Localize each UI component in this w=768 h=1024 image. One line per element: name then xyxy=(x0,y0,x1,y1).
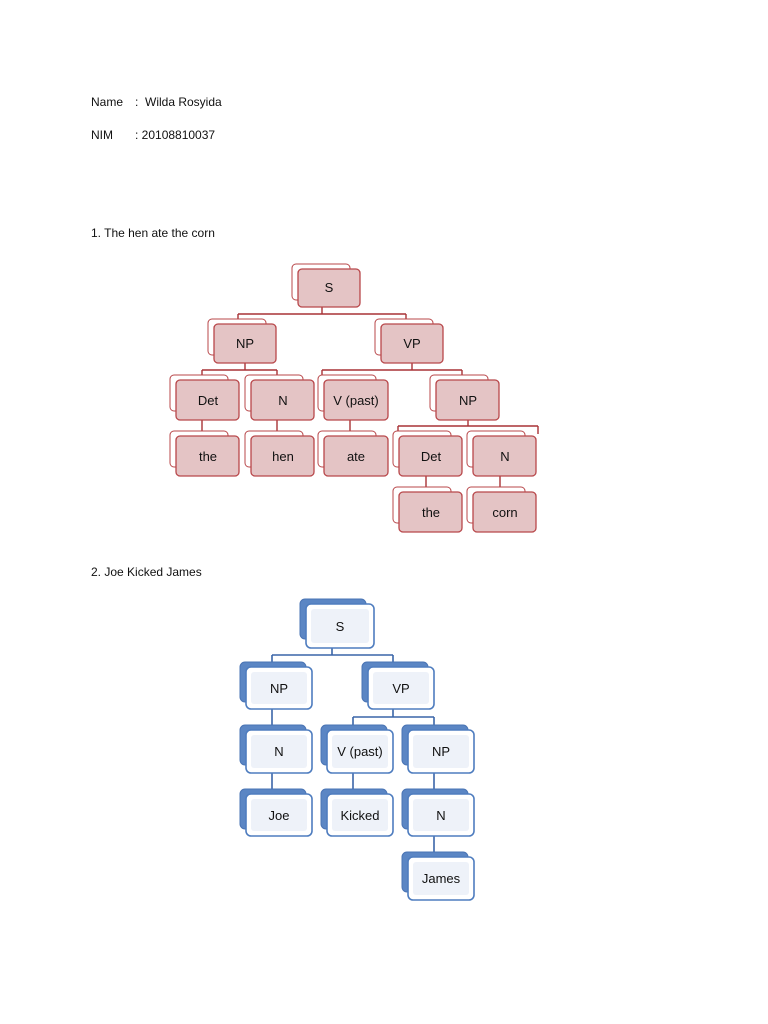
tree1-title: 1. The hen ate the corn xyxy=(91,226,215,240)
tree2-node-v: V (past) xyxy=(320,724,394,774)
tree2-node-n-label: N xyxy=(274,744,283,759)
tree2-node-np2-label: NP xyxy=(432,744,450,759)
tree1-node-np: NP xyxy=(207,318,277,364)
tree2-node-joe: Joe xyxy=(239,788,313,837)
tree1-node-the2-label: the xyxy=(422,505,440,520)
tree1-node-ate-label: ate xyxy=(347,449,365,464)
tree2-node-james: James xyxy=(401,851,475,901)
tree1-node-hen: hen xyxy=(244,430,315,477)
name-value: : Wilda Rosyida xyxy=(135,95,222,109)
tree2-node-joe-label: Joe xyxy=(269,808,290,823)
tree2-node-np-label: NP xyxy=(270,681,288,696)
tree1-node-v: V (past) xyxy=(317,374,389,421)
tree1-node-n2-label: N xyxy=(500,449,509,464)
tree2-node-v-label: V (past) xyxy=(337,744,383,759)
tree1-node-n2: N xyxy=(466,430,537,477)
tree2-node-n2: N xyxy=(401,788,475,837)
nim-label: NIM xyxy=(91,128,113,142)
tree1-node-vp: VP xyxy=(374,318,444,364)
tree1-node-np-label: NP xyxy=(236,336,254,351)
tree1-node-n: N xyxy=(244,374,315,421)
tree2-node-kicked-label: Kicked xyxy=(340,808,379,823)
tree2-node-james-label: James xyxy=(422,871,461,886)
tree1-connectors xyxy=(201,307,539,490)
tree2-node-s: S xyxy=(299,598,375,649)
tree2-node-kicked: Kicked xyxy=(320,788,394,837)
tree1-node-det: Det xyxy=(169,374,240,421)
nim-value: : 20108810037 xyxy=(135,128,216,142)
tree2-node-n: N xyxy=(239,724,313,774)
tree1-node-np2-label: NP xyxy=(459,393,477,408)
name-label: Name xyxy=(91,95,124,109)
tree1-node-vp-label: VP xyxy=(403,336,420,351)
tree2-node-vp: VP xyxy=(361,661,435,710)
tree1-node-np2: NP xyxy=(429,374,500,421)
tree1-node-the: the xyxy=(169,430,240,477)
tree2-title: 2. Joe Kicked James xyxy=(91,565,202,579)
tree1-node-hen-label: hen xyxy=(272,449,294,464)
tree2-connectors xyxy=(271,645,435,852)
tree1-node-v-label: V (past) xyxy=(333,393,379,408)
tree2-node-vp-label: VP xyxy=(392,681,409,696)
tree1-node-the-label: the xyxy=(199,449,217,464)
tree2-node-np: NP xyxy=(239,661,313,710)
tree1-node-the2: the xyxy=(392,486,463,533)
tree2-node-s-label: S xyxy=(336,619,345,634)
tree1-node-ate: ate xyxy=(317,430,389,477)
tree1-node-corn: corn xyxy=(466,486,537,533)
tree1-node-s: S xyxy=(291,263,361,308)
tree1-node-det2-label: Det xyxy=(421,449,442,464)
tree1-node-corn-label: corn xyxy=(492,505,517,520)
tree1-node-det-label: Det xyxy=(198,393,219,408)
tree1-node-n-label: N xyxy=(278,393,287,408)
tree1-node-s-label: S xyxy=(325,280,334,295)
tree2-node-np2: NP xyxy=(401,724,475,774)
tree1-node-det2: Det xyxy=(392,430,463,477)
tree2-node-n2-label: N xyxy=(436,808,445,823)
